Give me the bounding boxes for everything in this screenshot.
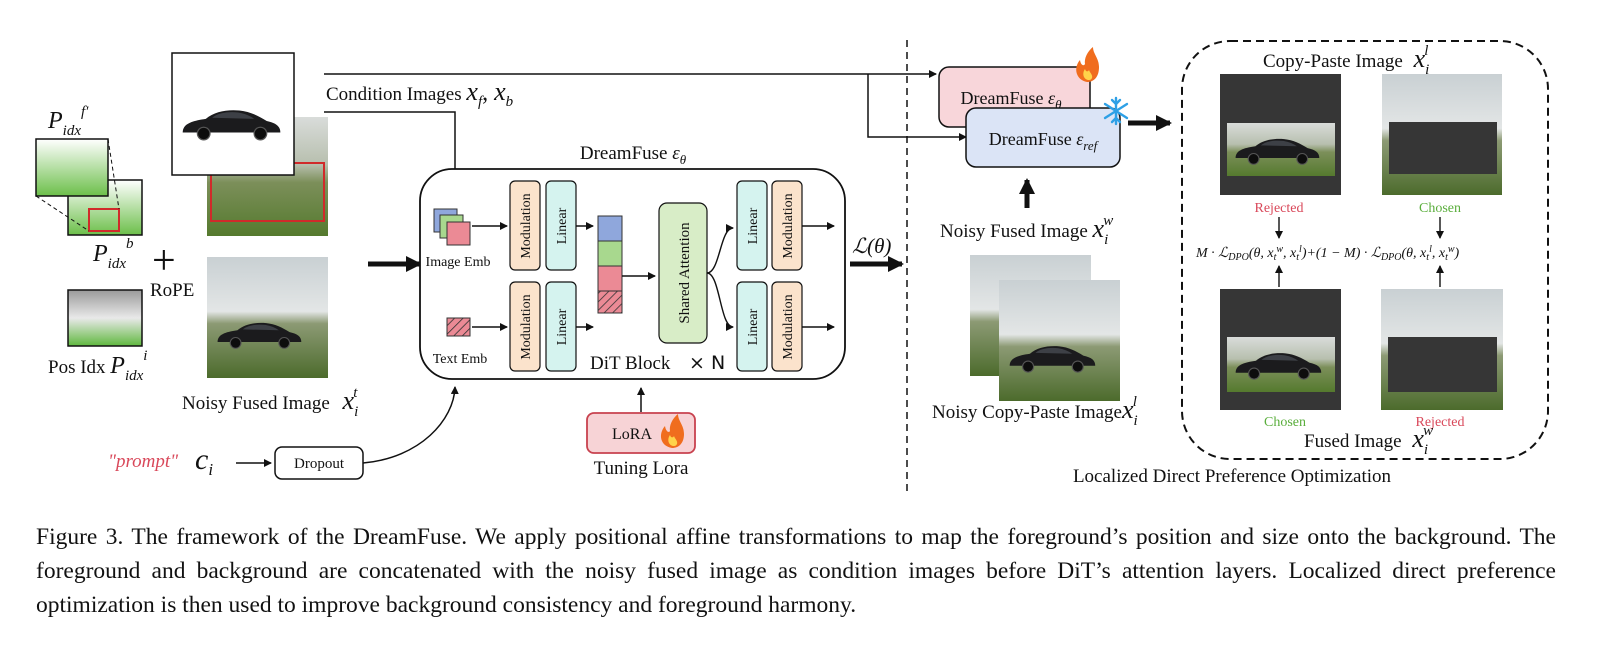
p-f-label: Pidxf′ [47, 104, 89, 139]
ldpo-panel [1181, 40, 1549, 460]
noisy-copy-paste-thumbnail [999, 280, 1120, 401]
noisy-fused-label: Noisy Fused Image xit [182, 385, 358, 420]
dit-block-multiplier: × N [689, 352, 725, 374]
chosen-label-bottom: Chosen [1264, 415, 1306, 430]
framework-diagram: Pidxf′ Pidxb + RoPE Pos Idx Pidxi Noisy … [35, 40, 1549, 492]
plus-sign: + [152, 238, 176, 284]
dreamfuse-ref-box [965, 107, 1121, 168]
token-stack [597, 215, 623, 314]
pos-idx-label: Pos Idx Pidxi [48, 348, 147, 384]
condition-images [171, 52, 328, 236]
loss-label: ℒ(θ) [852, 234, 891, 258]
figure-caption: Figure 3. The framework of the DreamFuse… [36, 520, 1556, 622]
dreamfuse-title: DreamFuse εθ [580, 143, 687, 167]
svg-text:Modulation: Modulation [781, 294, 796, 359]
left-lower-blocks: Modulation Linear [509, 281, 577, 372]
caption-text: Figure 3. The framework of the DreamFuse… [36, 524, 1556, 618]
position-index-stack: Pidxf′ Pidxb + RoPE Pos Idx Pidxi [35, 104, 194, 384]
svg-text:Modulation: Modulation [519, 193, 534, 258]
fused-title: Fused Image xiw [1304, 423, 1433, 458]
svg-text:Linear: Linear [746, 308, 761, 345]
prompt-label: "prompt" [108, 451, 179, 472]
image-emb-pink [446, 221, 471, 246]
linear-block [736, 180, 768, 271]
text-emb-block [446, 317, 471, 337]
modulation-block [509, 281, 541, 372]
svg-text:Modulation: Modulation [519, 294, 534, 359]
svg-text:Linear: Linear [555, 207, 570, 244]
flame-icon [660, 414, 684, 448]
snowflake-icon [1103, 96, 1129, 126]
p-f-box [35, 138, 109, 197]
linear-block [736, 281, 768, 372]
p-b-label: Pidxb [92, 236, 134, 272]
svg-text:Shared Attention: Shared Attention [677, 222, 693, 324]
rope-label: RoPE [150, 280, 194, 301]
noisy-fused-w-label: Noisy Fused Image xiw [940, 213, 1113, 248]
ldpo-title: Localized Direct Preference Optimization [1073, 466, 1392, 487]
image-emb-label: Image Emb [426, 255, 491, 270]
lora-label: LoRA [612, 426, 652, 443]
left-upper-blocks: Modulation Linear [509, 180, 577, 271]
right-lower-blocks: Linear Modulation [736, 281, 803, 372]
svg-text:Linear: Linear [555, 308, 570, 345]
copy-paste-title: Copy-Paste Image xil [1263, 43, 1429, 78]
tuning-lora-label: Tuning Lora [594, 458, 689, 479]
chosen-label-top: Chosen [1419, 201, 1461, 216]
pos-idx-box [67, 289, 143, 347]
svg-text:Modulation: Modulation [781, 193, 796, 258]
noisy-fused-thumbnail [207, 257, 328, 378]
svg-text:Linear: Linear [746, 207, 761, 244]
rejected-label-bottom: Rejected [1416, 415, 1465, 430]
noisy-image-stack [970, 255, 1120, 401]
rejected-label-top: Rejected [1255, 201, 1304, 216]
prompt-symbol: ci [195, 443, 213, 479]
modulation-block [509, 180, 541, 271]
dit-block-label: DiT Block [590, 353, 671, 374]
condition-images-label: Condition Images xf, xb [326, 77, 514, 110]
text-emb-label: Text Emb [433, 352, 488, 367]
p-b-region [88, 208, 120, 232]
dpo-formula: M · ℒDPO(θ, xtw, xtl)+(1 − M) · ℒDPO(θ, … [1195, 244, 1460, 263]
noisy-fused-image [207, 257, 328, 378]
right-upper-blocks: Linear Modulation [736, 180, 803, 271]
dropout-label: Dropout [294, 456, 345, 472]
flame-icon [1076, 47, 1099, 82]
